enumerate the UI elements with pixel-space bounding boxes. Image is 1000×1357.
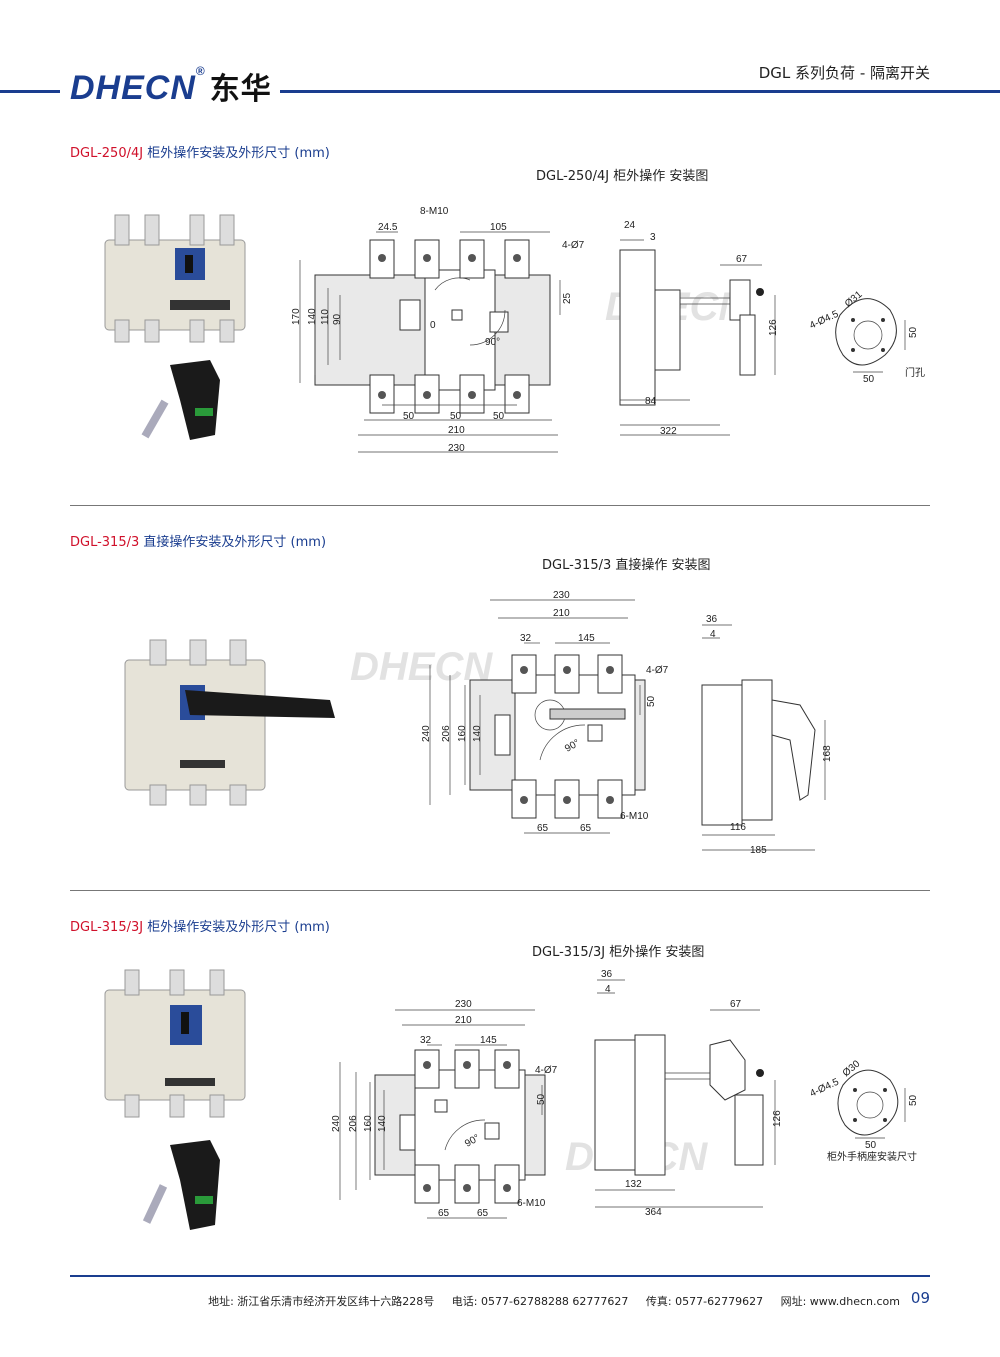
svg-text:4-Ø7: 4-Ø7 [535, 1065, 558, 1076]
section-1-diagram-title: DGL-250/4J 柜外操作 安装图 [536, 169, 709, 184]
hole-drawing-dgl-315-3j: Ø30 4-Ø4.5 50 50 柜外手柄座安装尺寸 [808, 1058, 919, 1163]
svg-text:6-M10: 6-M10 [620, 811, 649, 822]
svg-text:160: 160 [457, 725, 468, 742]
svg-text:206: 206 [441, 725, 452, 742]
svg-text:32: 32 [520, 633, 532, 644]
terminal-tabs-top [369, 239, 530, 414]
svg-text:4-Ø4.5: 4-Ø4.5 [808, 1076, 841, 1099]
svg-text:50: 50 [863, 374, 875, 385]
svg-text:240: 240 [421, 725, 432, 742]
brand-logo: DHECN®东华 [70, 64, 272, 107]
footer-contact: 地址: 浙江省乐清市经济开发区纬十六路228号 电话: 0577-6278828… [194, 1293, 900, 1309]
svg-text:322: 322 [660, 426, 677, 437]
svg-text:67: 67 [736, 254, 748, 265]
svg-text:50: 50 [403, 411, 415, 422]
svg-text:126: 126 [768, 319, 779, 336]
svg-text:24: 24 [624, 220, 636, 231]
svg-text:240: 240 [331, 1115, 342, 1132]
svg-text:206: 206 [348, 1115, 359, 1132]
header-line-left [0, 90, 60, 93]
svg-text:90: 90 [332, 313, 343, 325]
header-line-right [280, 90, 1000, 93]
hole-label: 柜外手柄座安装尺寸 [827, 1150, 917, 1163]
svg-text:50: 50 [536, 1093, 547, 1105]
svg-text:4: 4 [605, 984, 611, 995]
svg-text:67: 67 [730, 999, 742, 1010]
section-divider-2 [70, 890, 930, 891]
svg-text:116: 116 [730, 822, 746, 833]
section-3-diagram-title: DGL-315/3J 柜外操作 安装图 [532, 945, 705, 960]
footer-fax: 传真: 0577-62779627 [645, 1295, 764, 1308]
side-drawing-dgl-250-4j: DHECN 24 3 67 126 84 322 [605, 220, 779, 437]
hole-drawing-dgl-250-4j: Ø31 4-Ø4.5 50 50 门孔 [808, 289, 925, 385]
svg-text:170: 170 [291, 308, 302, 325]
hole-label: 门孔 [905, 366, 925, 379]
svg-text:84: 84 [645, 396, 657, 407]
svg-text:50: 50 [908, 1094, 919, 1106]
footer-address: 地址: 浙江省乐清市经济开发区纬十六路228号 [208, 1295, 435, 1308]
svg-text:8-M10: 8-M10 [420, 206, 449, 217]
svg-text:210: 210 [448, 425, 465, 436]
side-drawing-dgl-315-3: 36 4 168 116 185 [701, 614, 833, 856]
page-number: 09 [910, 1289, 930, 1307]
svg-text:132: 132 [625, 1179, 642, 1190]
footer-line [70, 1275, 930, 1277]
svg-text:32: 32 [420, 1035, 432, 1046]
svg-text:65: 65 [438, 1208, 450, 1219]
section-3-title: DGL-315/3J 柜外操作安装及外形尺寸 (mm) [70, 920, 330, 935]
front-drawing-dgl-315-3j: 230 210 32 145 4-Ø7 50 240 206 160 140 9… [331, 999, 558, 1219]
footer-web[interactable]: 网址: www.dhecn.com [780, 1295, 900, 1308]
section-divider-1 [70, 505, 930, 506]
svg-text:364: 364 [645, 1207, 662, 1218]
product-photo-dgl-250-4j [104, 214, 246, 440]
svg-text:50: 50 [865, 1140, 877, 1151]
svg-text:3: 3 [650, 232, 656, 243]
product-photo-dgl-315-3 [124, 639, 335, 806]
svg-text:DHECN: DHECN [350, 645, 493, 689]
section-1-title: DGL-250/4J 柜外操作安装及外形尺寸 (mm) [70, 146, 330, 161]
svg-text:4-Ø7: 4-Ø7 [646, 665, 669, 676]
svg-text:4: 4 [710, 629, 716, 640]
svg-text:24.5: 24.5 [378, 222, 398, 233]
svg-text:36: 36 [601, 969, 613, 980]
svg-text:160: 160 [363, 1115, 374, 1132]
svg-text:50: 50 [646, 695, 657, 707]
svg-text:90°: 90° [485, 337, 500, 348]
svg-text:65: 65 [580, 823, 592, 834]
side-drawing-dgl-315-3j: DHECN 36 4 67 126 132 364 [565, 969, 783, 1218]
section-2-diagram-title: DGL-315/3 直接操作 安装图 [542, 558, 711, 573]
svg-text:168: 168 [822, 745, 833, 762]
svg-text:145: 145 [480, 1035, 497, 1046]
svg-text:50: 50 [908, 326, 919, 338]
svg-text:210: 210 [553, 608, 570, 619]
svg-text:4-Ø7: 4-Ø7 [562, 240, 585, 251]
svg-text:6-M10: 6-M10 [517, 1198, 546, 1209]
svg-text:230: 230 [455, 999, 472, 1010]
svg-text:105: 105 [490, 222, 507, 233]
svg-text:140: 140 [307, 308, 318, 325]
svg-text:110: 110 [320, 309, 331, 325]
svg-text:0: 0 [430, 320, 436, 331]
svg-text:230: 230 [448, 443, 465, 454]
svg-text:65: 65 [537, 823, 549, 834]
front-drawing-dgl-250-4j: 24.5 8-M10 105 4-Ø7 25 170 140 110 90 0 … [291, 206, 585, 454]
svg-text:185: 185 [750, 845, 767, 856]
svg-text:210: 210 [455, 1015, 472, 1026]
svg-text:25: 25 [562, 292, 573, 304]
svg-text:36: 36 [706, 614, 718, 625]
svg-text:230: 230 [553, 590, 570, 601]
svg-text:65: 65 [477, 1208, 489, 1219]
svg-text:126: 126 [772, 1110, 783, 1127]
section-2-title: DGL-315/3 直接操作安装及外形尺寸 (mm) [70, 535, 327, 550]
front-drawing-dgl-315-3: DHECN 230 210 32 145 4-Ø7 50 240 206 160… [350, 590, 669, 834]
series-title: DGL 系列负荷 - 隔离开关 [758, 64, 930, 82]
svg-text:140: 140 [472, 725, 483, 742]
svg-text:145: 145 [578, 633, 595, 644]
footer-phone: 电话: 0577-62788288 62777627 [451, 1295, 629, 1308]
product-photo-dgl-315-3j [104, 969, 246, 1230]
svg-text:140: 140 [377, 1115, 388, 1132]
svg-text:50: 50 [493, 411, 505, 422]
svg-text:50: 50 [450, 411, 462, 422]
